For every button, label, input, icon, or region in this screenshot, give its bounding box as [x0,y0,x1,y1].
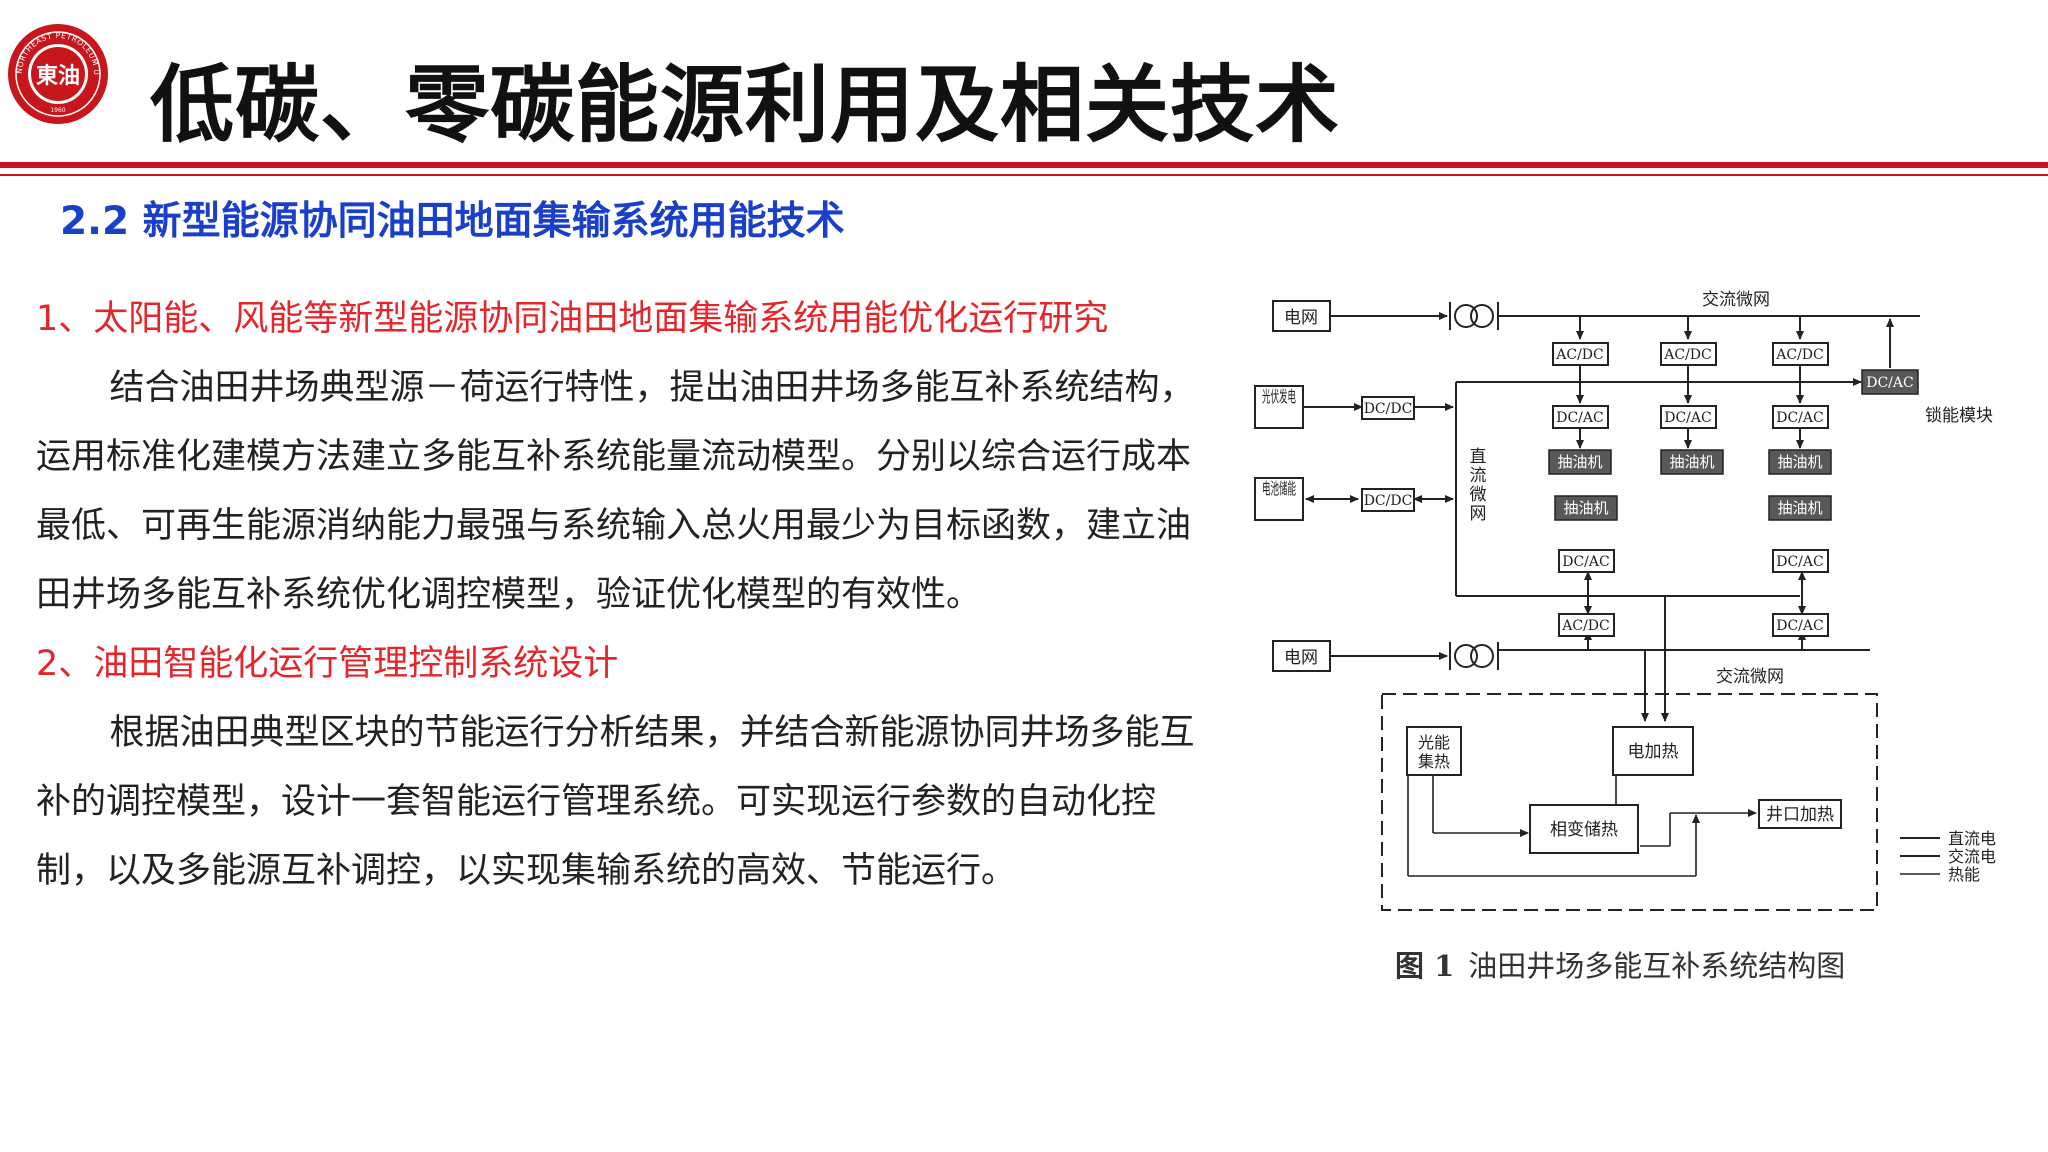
dc-microgrid-label-3: 微 [1470,485,1487,505]
dcac-label-3: DC/AC [1776,410,1823,426]
dcac-box-1 [1552,405,1609,429]
dcac-box-5 [1772,549,1829,573]
pump-label-2: 抽油机 [1669,453,1714,471]
header-divider-thin [0,174,2048,176]
item1-title: 1、太阳能、风能等新型能源协同油田地面集输系统用能优化运行研究 [36,299,1109,339]
solar-heat-label-1: 光能 [1418,733,1450,752]
pump-label-1: 抽油机 [1557,453,1602,471]
acdc-box-3 [1772,342,1829,366]
pump-label-4: 抽油机 [1563,499,1608,517]
header-divider-thick [0,162,2048,168]
acdc-label-4: AC/DC [1561,618,1609,634]
dc-microgrid-label-2: 流 [1470,466,1487,486]
dcac-box-3 [1772,405,1829,429]
grid-top-box [1272,300,1331,332]
electric-heating-box [1612,726,1694,776]
battery-dcdc-label: DC/DC [1364,493,1413,509]
dcac-box-4 [1558,549,1615,573]
energy-lock-module-label: 锁能模块 [1925,406,1993,426]
pv-dcdc-box [1361,396,1415,420]
dcac-label-6: DC/AC [1776,618,1823,634]
grid-top-label: 电网 [1284,308,1318,328]
pump-label-5: 抽油机 [1777,499,1822,517]
dcac-box-2 [1660,405,1717,429]
figure-caption: 图 1 油田井场多能互补系统结构图 [1395,943,1845,985]
legend-dc: 直流电 [1948,829,1996,848]
energy-lock-dcac-label: DC/AC [1866,375,1913,391]
wellhead-heating-label: 井口加热 [1766,805,1834,825]
solar-heat-label-2: 集热 [1418,752,1450,771]
dcac-label-2: DC/AC [1664,410,1711,426]
acdc-label-2: AC/DC [1663,347,1711,363]
grid-bottom-label: 电网 [1284,648,1318,668]
pv-box [1254,385,1304,429]
logo-center-text: 東油 [36,64,80,89]
pump-label-3: 抽油机 [1777,453,1822,471]
pump-box-1 [1548,449,1612,475]
pv-dcdc-label: DC/DC [1364,401,1413,417]
battery-box [1254,477,1304,521]
dc-microgrid-label-4: 网 [1470,504,1487,524]
dcac-label-4: DC/AC [1562,554,1609,570]
ac-microgrid-bottom-label: 交流微网 [1716,667,1784,687]
content-body: 1、太阳能、风能等新型能源协同油田地面集输系统用能优化运行研究 结合油田井场典型… [36,285,1216,906]
solar-heat-box [1406,726,1462,776]
page-title: 低碳、零碳能源利用及相关技术 [150,56,1341,154]
pump-box-2 [1660,449,1724,475]
item1-body: 结合油田井场典型源－荷运行特性，提出油田井场多能互补系统结构，运用标准化建模方法… [36,368,1195,615]
acdc-label-3: AC/DC [1775,347,1823,363]
logo-year: 1960 [50,107,65,114]
pump-box-4 [1554,495,1618,521]
phase-change-storage-label: 相变储热 [1550,820,1618,840]
section-heading: 2.2 新型能源协同油田地面集输系统用能技术 [60,199,845,244]
item2-body: 根据油田典型区块的节能运行分析结果，并结合新能源协同井场多能互补的调控模型，设计… [36,713,1195,891]
dcac-label-5: DC/AC [1776,554,1823,570]
legend-thermal: 热能 [1948,865,1980,884]
legend-ac: 交流电 [1948,847,1996,866]
university-logo: NORTHEAST PETROLEUM UNIVERSITY 1960 東油 [6,22,108,124]
acdc-box-1 [1552,342,1609,366]
pv-label: 光伏发电 [1262,387,1296,406]
battery-label: 电池储能 [1262,479,1296,498]
pump-box-5 [1768,495,1832,521]
wellhead-heating-box [1758,799,1842,829]
pump-box-3 [1768,449,1832,475]
dcac-box-6 [1772,613,1829,637]
battery-dcdc-box [1361,488,1415,512]
phase-change-storage-box [1529,804,1639,854]
acdc-box-2 [1660,342,1717,366]
figure-caption-text: 油田井场多能互补系统结构图 [1468,949,1846,983]
item2-title: 2、油田智能化运行管理控制系统设计 [36,644,619,684]
dcac-label-1: DC/AC [1556,410,1603,426]
dc-microgrid-label-1: 直 [1470,447,1487,467]
system-structure-diagram: 电网 电网 交流微网 交流微网 光伏发电 电池储能 DC/DC DC/DC AC… [1254,290,1996,911]
acdc-box-4 [1558,613,1615,637]
grid-bottom-box [1272,640,1331,672]
ac-microgrid-top-label: 交流微网 [1702,290,1770,310]
figure-caption-label: 图 1 [1395,949,1455,983]
energy-lock-dcac-box [1861,369,1919,395]
acdc-label-1: AC/DC [1555,347,1603,363]
electric-heating-label: 电加热 [1628,742,1679,762]
